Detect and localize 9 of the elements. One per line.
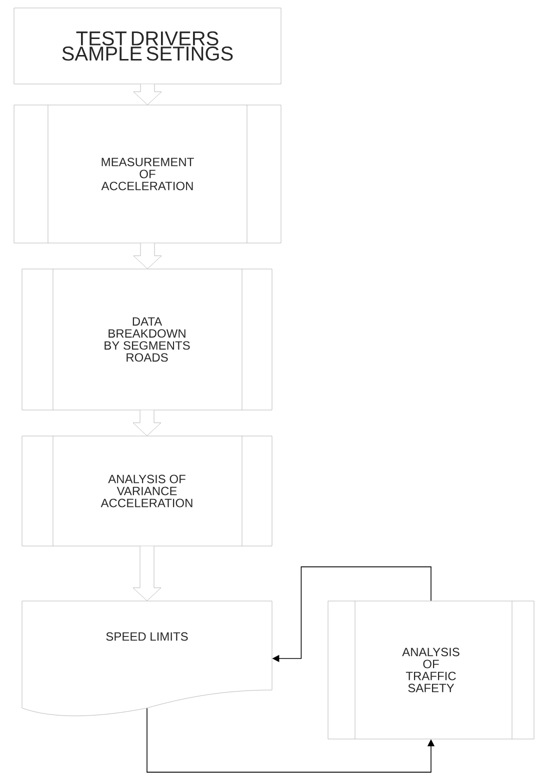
predefined-process-box: DATA BREAKDOWN BY SEGMENTS ROADS xyxy=(22,268,272,410)
process-box: TEST DRIVERS SAMPLE SETINGS xyxy=(14,8,282,84)
block-arrow xyxy=(132,410,162,436)
predefined-process-box: ANALYSIS OF VARIANCE ACCELERATION xyxy=(22,436,272,546)
predefined-process-box: ANALYSIS OF TRAFFIC SAFETY xyxy=(328,600,534,740)
predefined-process-box: MEASUREMENT OF ACCELERATION xyxy=(14,104,282,244)
block-arrow xyxy=(133,84,162,105)
block-arrow xyxy=(133,243,162,269)
block-arrow xyxy=(132,546,162,601)
